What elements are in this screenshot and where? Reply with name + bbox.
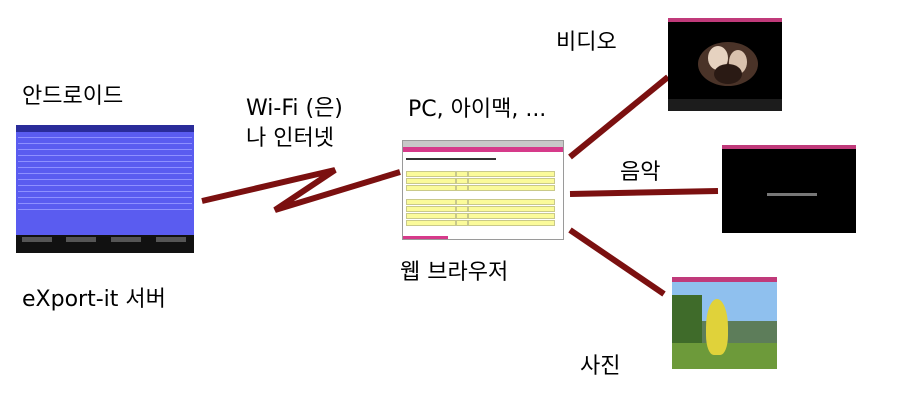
video-player-screenshot — [668, 18, 782, 111]
android-status-bar — [16, 125, 194, 132]
client-label: PC, 아이맥, ... — [408, 97, 547, 122]
wifi-label-line1: Wi-Fi (은) — [246, 96, 343, 121]
link-to-photo — [568, 227, 666, 297]
photo-label: 사진 — [580, 354, 621, 379]
wifi-zigzag-link — [201, 167, 401, 213]
link-to-video — [568, 74, 670, 160]
browser-label: 웹 브라우저 — [400, 260, 509, 285]
android-server-screenshot — [16, 125, 194, 253]
link-to-music — [569, 188, 719, 197]
android-label: 안드로이드 — [22, 84, 124, 109]
wifi-label-line2: 나 인터넷 — [246, 126, 334, 151]
music-player-screenshot — [722, 145, 856, 233]
video-frame-image — [698, 42, 758, 86]
video-label: 비디오 — [556, 30, 617, 55]
audio-controls-bar — [767, 193, 817, 196]
music-label: 음악 — [620, 160, 661, 185]
photo-garden-image — [706, 299, 728, 355]
android-nav-bar — [16, 235, 194, 253]
web-browser-screenshot — [402, 140, 564, 240]
photo-viewer-screenshot — [672, 277, 777, 369]
server-label: eXport-it 서버 — [22, 287, 166, 312]
video-controls-bar — [668, 99, 782, 111]
